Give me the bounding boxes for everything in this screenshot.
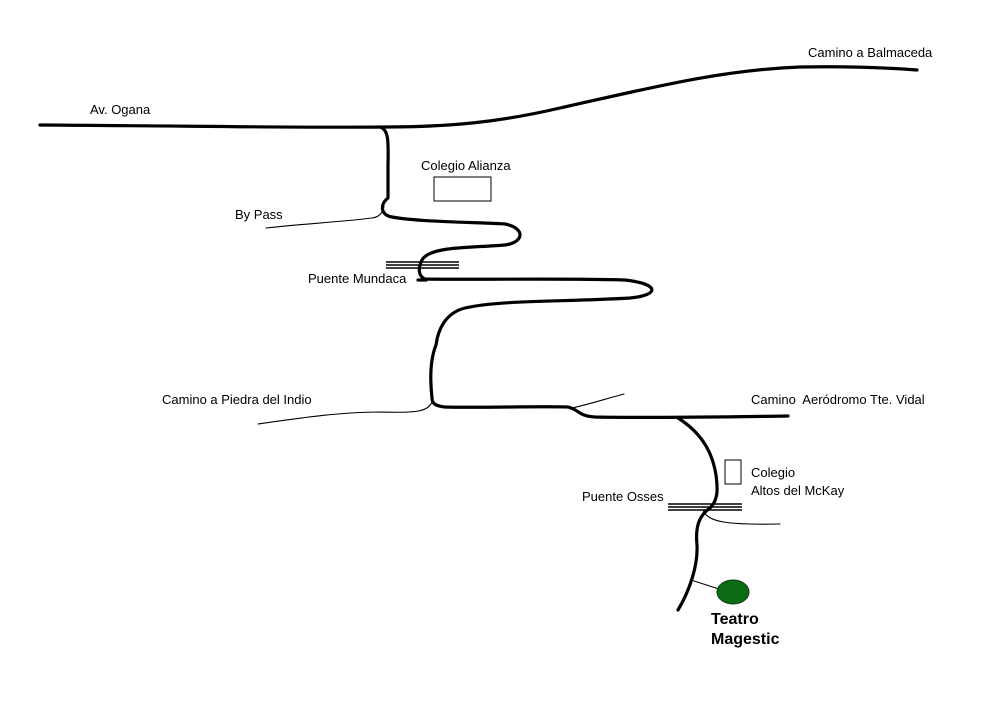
road-by-pass bbox=[265, 205, 385, 229]
road-main-route bbox=[378, 125, 790, 420]
building-colegio-alianza bbox=[433, 176, 492, 202]
bridge-puente-osses bbox=[668, 503, 742, 511]
label-by-pass: By Pass bbox=[235, 207, 283, 222]
bridge-puente-mundaca bbox=[386, 261, 459, 269]
label-camino-balmaceda: Camino a Balmaceda bbox=[808, 45, 933, 60]
road-av-ogana bbox=[38, 65, 919, 129]
building-colegio-altos-mckay bbox=[724, 459, 742, 485]
road-osses-side bbox=[702, 509, 781, 525]
road-to-teatro bbox=[676, 416, 719, 612]
label-teatro-line1: Teatro bbox=[711, 611, 759, 628]
label-colegio-altos-line2: Altos del McKay bbox=[751, 483, 845, 498]
label-av-ogana: Av. Ogana bbox=[90, 102, 151, 117]
label-colegio-altos-line1: Colegio bbox=[751, 465, 796, 480]
label-camino-aerodromo: Camino Aeródromo Tte. Vidal bbox=[751, 392, 925, 407]
label-teatro-line2: Magestic bbox=[711, 631, 780, 648]
label-colegio-alianza: Colegio Alianza bbox=[421, 158, 511, 173]
teatro-marker-icon[interactable] bbox=[716, 579, 750, 605]
label-puente-mundaca: Puente Mundaca bbox=[308, 271, 407, 286]
road-piedra-del-indio bbox=[257, 401, 433, 425]
road-side-branch bbox=[571, 393, 625, 409]
label-puente-osses: Puente Osses bbox=[582, 489, 664, 504]
teatro-connector bbox=[690, 579, 723, 591]
label-camino-piedra-del-indio: Camino a Piedra del Indio bbox=[162, 392, 312, 407]
